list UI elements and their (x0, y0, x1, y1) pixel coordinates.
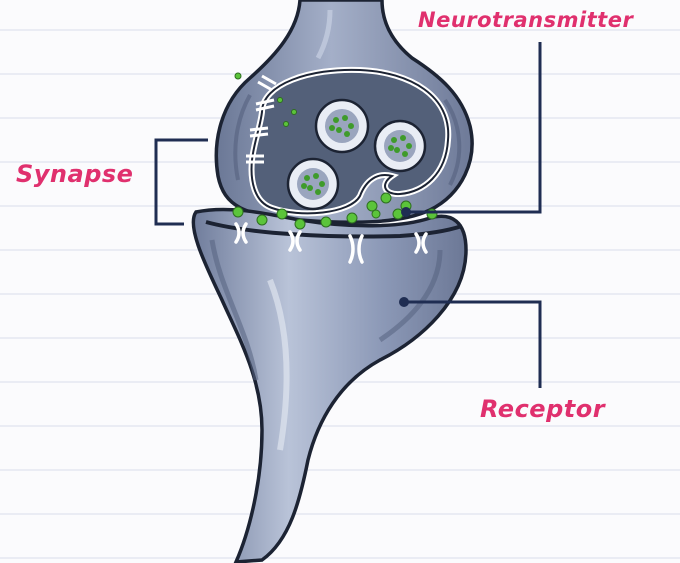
receptor-label: Receptor (480, 395, 605, 423)
synapse-label: Synapse (16, 160, 133, 188)
synaptic-vesicle-1 (316, 100, 368, 152)
neurotransmitter-label: Neurotransmitter (418, 8, 633, 32)
synaptic-vesicle-3 (288, 159, 338, 209)
receptor-neuron (193, 209, 466, 562)
synaptic-vesicle-2 (375, 121, 425, 171)
